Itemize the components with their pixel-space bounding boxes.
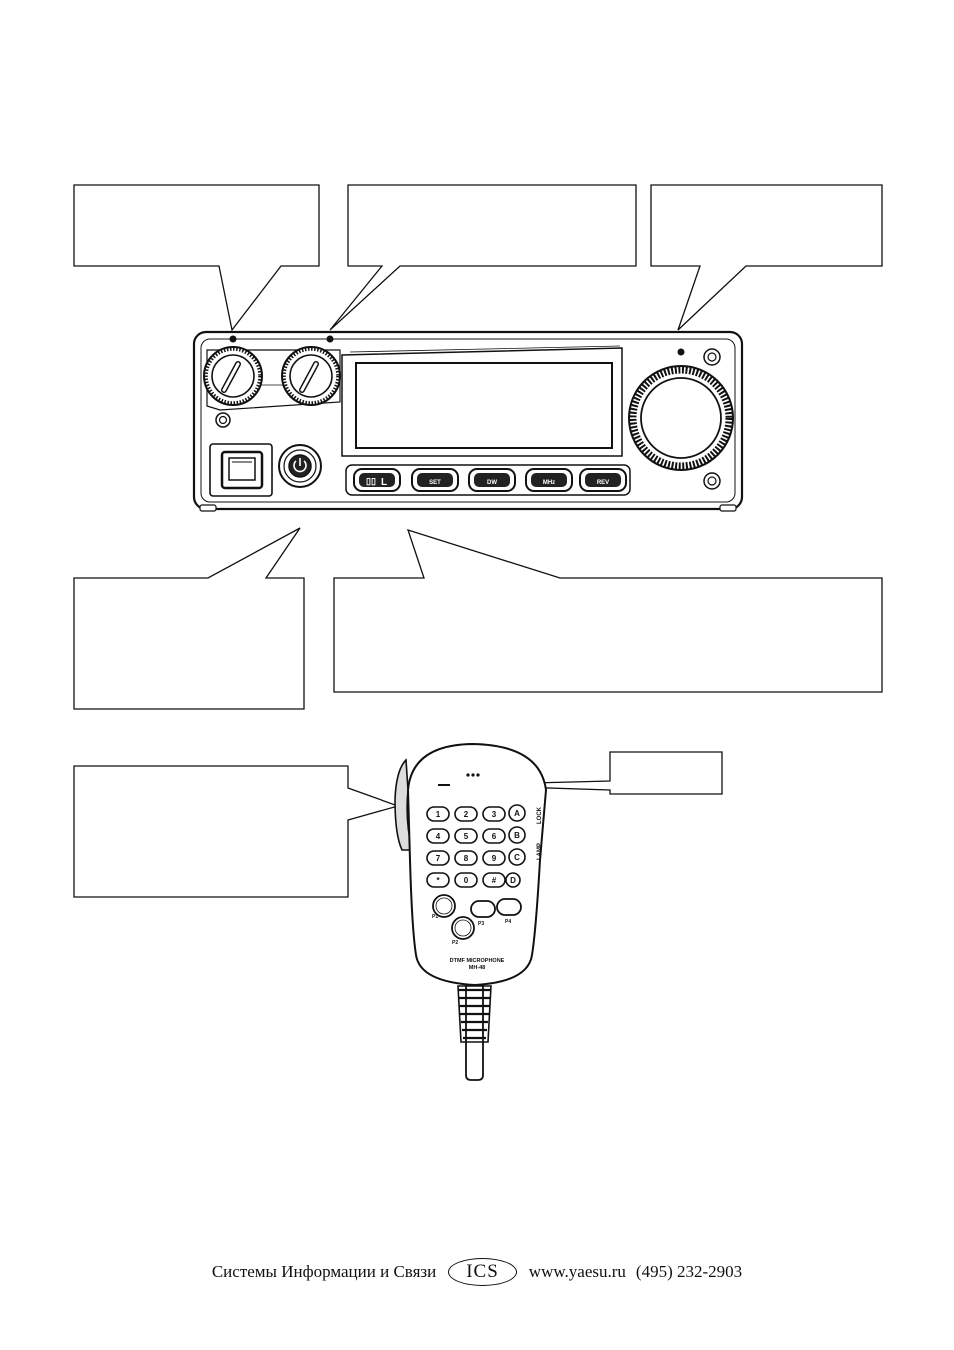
key-rev[interactable]: REV bbox=[579, 468, 627, 492]
mic-key-label: 2 bbox=[464, 810, 469, 819]
key-rev-label: REV bbox=[597, 480, 609, 486]
mic-key[interactable] bbox=[426, 828, 450, 844]
screw-bottom-right bbox=[703, 472, 721, 490]
mic-key-label: 5 bbox=[464, 832, 469, 841]
footer-company: Системы Информации и Связи bbox=[211, 1262, 437, 1281]
callout-front-keys bbox=[333, 528, 883, 693]
mic-key[interactable] bbox=[426, 806, 450, 822]
lcd-display bbox=[341, 345, 623, 457]
mic-key[interactable] bbox=[508, 848, 526, 866]
mic-key[interactable] bbox=[454, 872, 478, 888]
mic-key[interactable] bbox=[454, 850, 478, 866]
callout-squelch-knob bbox=[329, 184, 637, 331]
callout-power-button bbox=[73, 527, 305, 710]
radio-front-panel bbox=[192, 330, 744, 512]
footer-website[interactable]: www.yaesu.ru bbox=[528, 1262, 626, 1281]
mic-key-label: # bbox=[492, 876, 497, 885]
mic-key[interactable] bbox=[482, 850, 506, 866]
key-low-label: L bbox=[381, 477, 387, 488]
mic-p3-label: P3 bbox=[478, 921, 484, 927]
mic-key[interactable] bbox=[505, 872, 521, 888]
mic-key-label: 7 bbox=[436, 854, 441, 863]
mic-key-label: 3 bbox=[492, 810, 497, 819]
mic-key[interactable] bbox=[482, 806, 506, 822]
callout-ptt bbox=[73, 765, 401, 898]
mic-body bbox=[406, 742, 548, 987]
mic-p4-button[interactable] bbox=[496, 898, 522, 916]
squelch-knob[interactable] bbox=[281, 346, 341, 406]
mic-keypad bbox=[426, 804, 526, 888]
mic-lamp-label: LAMP bbox=[537, 843, 543, 860]
mic-lock-label: LOCK bbox=[537, 806, 543, 824]
mic-key[interactable] bbox=[482, 872, 506, 888]
footer: Системы Информации и Связи ICS www.yaesu… bbox=[0, 1252, 954, 1292]
screw-left bbox=[215, 412, 231, 428]
mic-cable bbox=[457, 985, 492, 1081]
mic-key[interactable] bbox=[426, 872, 450, 888]
mic-jack bbox=[209, 443, 273, 497]
mic-p4-label: P4 bbox=[505, 919, 511, 925]
mic-p2-label: P2 bbox=[452, 940, 458, 946]
mic-key-label: A bbox=[514, 809, 520, 818]
mic-key-label: B bbox=[514, 831, 520, 840]
mic-model-line1: DTMF MICROPHONE bbox=[450, 958, 505, 964]
mic-key-label: * bbox=[436, 876, 440, 885]
mic-key[interactable] bbox=[454, 806, 478, 822]
mic-model-line2: MH-48 bbox=[469, 965, 486, 971]
mic-key[interactable] bbox=[508, 826, 526, 844]
key-low-power[interactable]: ▯▯ L bbox=[353, 468, 401, 492]
callout-volume-knob bbox=[73, 184, 320, 332]
mic-p1-button[interactable] bbox=[432, 894, 456, 918]
key-dw-label: DW bbox=[487, 480, 497, 486]
front-keys: ▯▯ L SET DW MHz REV bbox=[353, 468, 627, 492]
footer-phone: (495) 232-2903 bbox=[635, 1262, 743, 1281]
mic-key-label: D bbox=[510, 876, 516, 885]
power-button[interactable] bbox=[278, 444, 322, 488]
mic-p2-button[interactable] bbox=[451, 916, 475, 940]
mic-key-label: 0 bbox=[464, 876, 469, 885]
svg-text:▯▯: ▯▯ bbox=[366, 476, 376, 486]
mic-key-label: 6 bbox=[492, 832, 497, 841]
mic-key[interactable] bbox=[454, 828, 478, 844]
mic-key-label: 4 bbox=[436, 832, 441, 841]
key-set-label: SET bbox=[429, 480, 441, 486]
microphone: 1 2 3 A 4 5 6 B 7 8 9 C * 0 # D LOCK LAM… bbox=[394, 742, 548, 1081]
main-dial[interactable] bbox=[628, 365, 734, 471]
callout-main-dial bbox=[650, 184, 883, 331]
mic-p3-button[interactable] bbox=[470, 900, 496, 918]
key-set[interactable]: SET bbox=[411, 468, 459, 492]
volume-knob[interactable] bbox=[203, 346, 263, 406]
mic-key-label: 9 bbox=[492, 854, 497, 863]
ics-logo: ICS bbox=[448, 1258, 517, 1286]
mic-key-label: C bbox=[514, 853, 520, 862]
mic-key[interactable] bbox=[508, 804, 526, 822]
screw-top-right bbox=[703, 348, 721, 366]
mic-key[interactable] bbox=[426, 850, 450, 866]
key-mhz[interactable]: MHz bbox=[525, 468, 573, 492]
mic-key[interactable] bbox=[482, 828, 506, 844]
mic-key-label: 8 bbox=[464, 854, 469, 863]
mic-p1-label: P1 bbox=[432, 914, 438, 920]
ptt-button[interactable] bbox=[394, 758, 414, 851]
key-dw[interactable]: DW bbox=[468, 468, 516, 492]
mic-key-label: 1 bbox=[436, 810, 441, 819]
key-mhz-label: MHz bbox=[543, 480, 555, 486]
